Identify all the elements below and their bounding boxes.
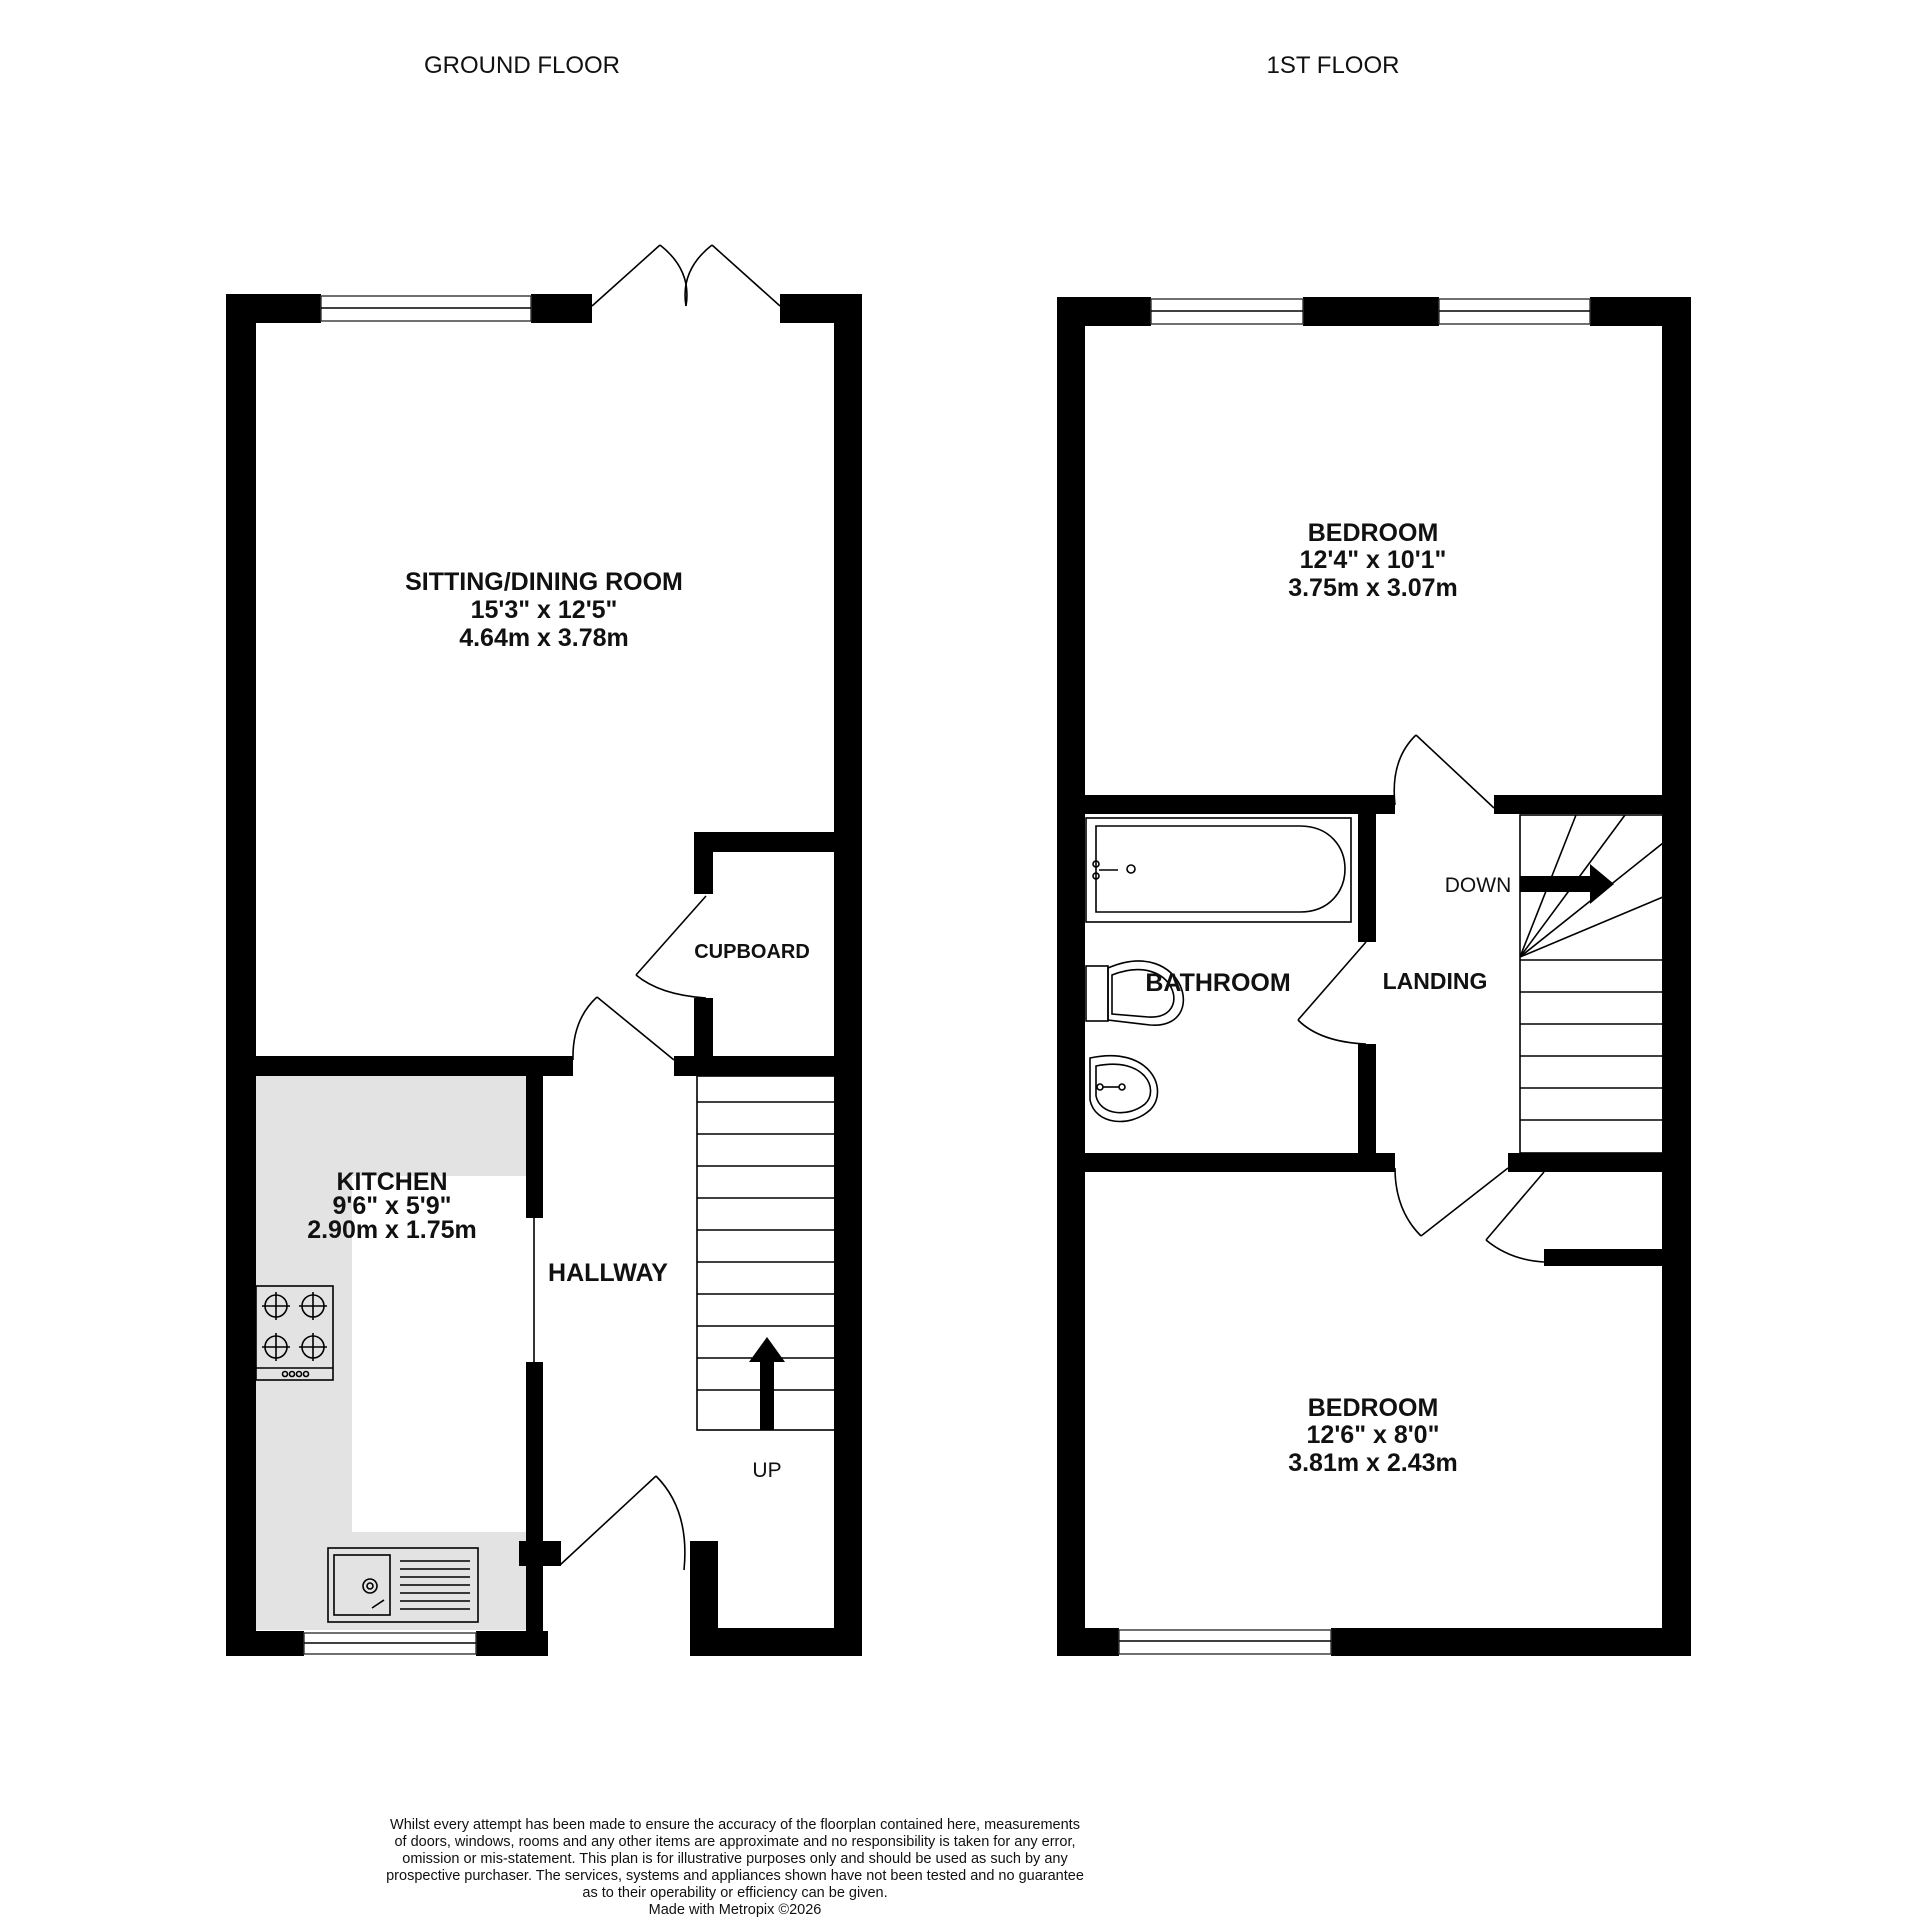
ground-floor-title: GROUND FLOOR — [424, 52, 620, 79]
sitting-room-metric: 4.64m x 3.78m — [459, 624, 629, 652]
metropix-credit: Made with Metropix ©2026 — [649, 1902, 822, 1918]
hob-icon — [255, 1285, 334, 1381]
first-floor: 1ST FLOOR — [1057, 52, 1691, 1656]
disclaimer-line-3: omission or mis-statement. This plan is … — [402, 1851, 1068, 1867]
first-floor-walls — [1057, 297, 1691, 1656]
french-doors — [591, 244, 781, 307]
disclaimer-line-4: prospective purchaser. The services, sys… — [386, 1868, 1084, 1884]
hallway-door — [572, 996, 675, 1061]
disclaimer: Whilst every attempt has been made to en… — [386, 1817, 1084, 1918]
disclaimer-line-1: Whilst every attempt has been made to en… — [390, 1817, 1080, 1833]
up-arrow-icon — [749, 1337, 785, 1430]
bedroom1-name: BEDROOM — [1308, 519, 1439, 547]
wardrobe-door — [1485, 1171, 1545, 1263]
bathroom-name: BATHROOM — [1145, 969, 1290, 997]
first-floor-title: 1ST FLOOR — [1267, 52, 1400, 79]
hallway-name: HALLWAY — [548, 1259, 668, 1287]
kitchen-imperial: 9'6" x 5'9" — [332, 1192, 451, 1220]
ground-floor: GROUND FLOOR — [226, 52, 862, 1656]
bedroom1-imperial: 12'4" x 10'1" — [1300, 546, 1447, 574]
bedroom1-door — [1393, 734, 1495, 809]
bedroom2-metric: 3.81m x 2.43m — [1288, 1449, 1458, 1477]
ground-floor-walls — [226, 294, 862, 1656]
bedroom2-imperial: 12'6" x 8'0" — [1307, 1421, 1440, 1449]
bedroom2-name: BEDROOM — [1308, 1394, 1439, 1422]
stairs-up-label: UP — [752, 1459, 781, 1482]
disclaimer-line-5: as to their operability or efficiency ca… — [582, 1885, 887, 1901]
cupboard-name: CUPBOARD — [694, 941, 810, 963]
stairs-up — [696, 1075, 838, 1431]
kitchen-metric: 2.90m x 1.75m — [307, 1216, 477, 1244]
down-arrow-icon — [1520, 864, 1614, 904]
stairs-down-label: DOWN — [1445, 874, 1512, 897]
cupboard-door — [635, 895, 707, 999]
bedroom1-metric: 3.75m x 3.07m — [1288, 574, 1458, 602]
kitchen-counter — [255, 1076, 526, 1630]
disclaimer-line-2: of doors, windows, rooms and any other i… — [394, 1834, 1075, 1850]
toilet-icon — [1085, 960, 1185, 1026]
bedroom2-window — [1118, 1629, 1332, 1655]
stairs-down — [1519, 814, 1664, 1154]
front-door — [559, 1475, 686, 1571]
bedroom2-door — [1394, 1167, 1509, 1237]
sitting-room-imperial: 15'3" x 12'5" — [471, 596, 618, 624]
basin-icon — [1089, 1055, 1159, 1123]
bath-icon — [1085, 817, 1352, 923]
kitchen-name: KITCHEN — [336, 1168, 447, 1196]
sink-icon — [327, 1547, 479, 1623]
landing-name: LANDING — [1383, 968, 1488, 994]
sitting-room-name: SITTING/DINING ROOM — [405, 568, 683, 596]
bathroom-door — [1297, 941, 1367, 1045]
